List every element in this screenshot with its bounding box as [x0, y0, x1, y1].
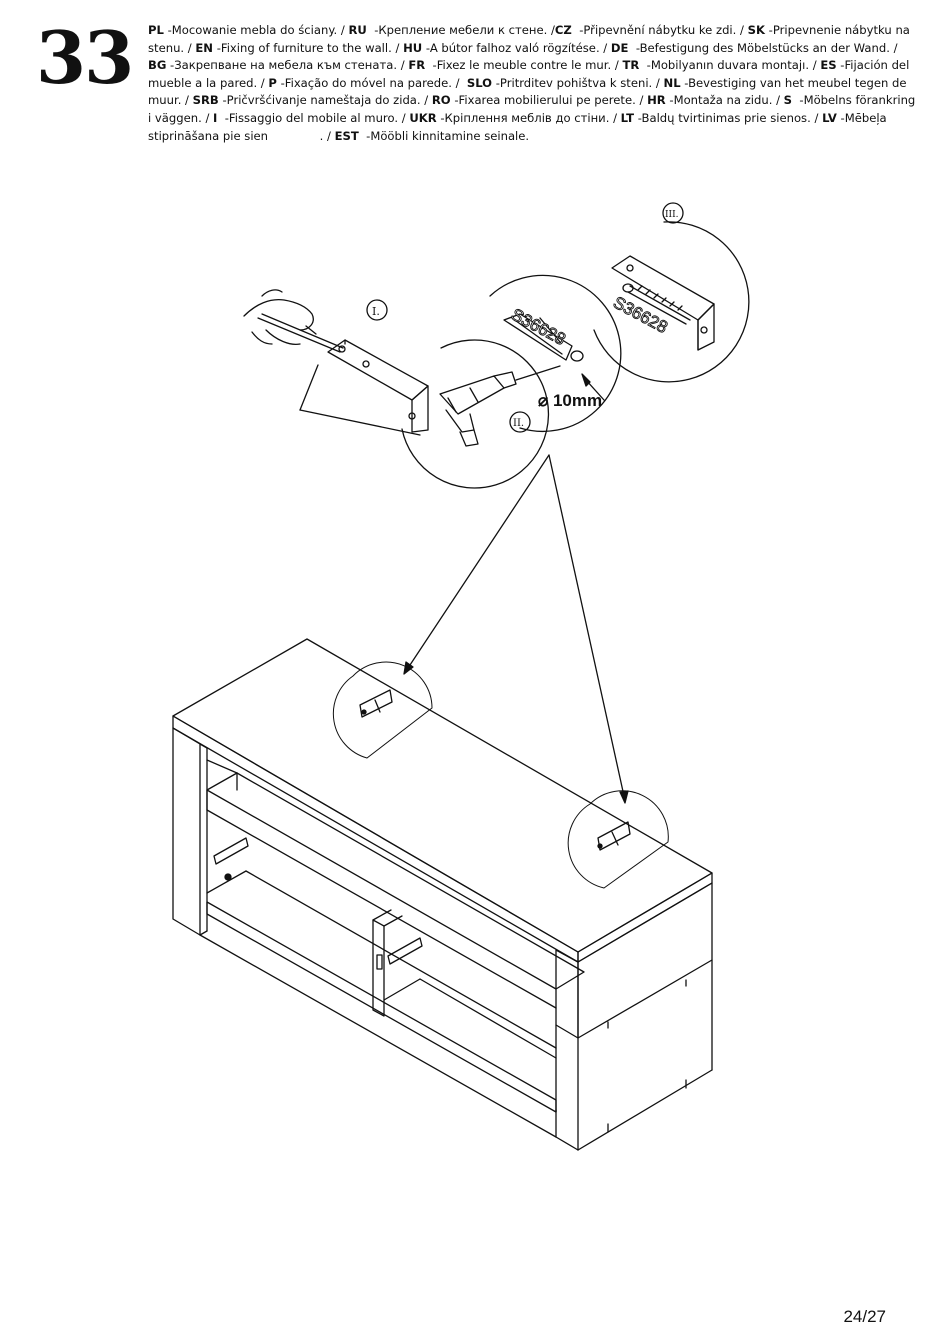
instruction-phrase: -Mēbeļa stiprināšana pie sien . / [148, 110, 891, 143]
language-code: BG [148, 58, 167, 73]
drill-diameter-label: ⌀ 10mm [538, 391, 602, 410]
language-code: RO [431, 93, 451, 108]
instruction-phrase: -Fixez le meuble contre le mur. / [425, 58, 623, 73]
language-code: I [213, 110, 218, 125]
instruction-phrase: -Fijación del mueble a la pared. / [148, 58, 913, 90]
instruction-text: PL -Mocowanie mebla do ściany. / RU -Кре… [148, 22, 918, 145]
language-code: P [268, 75, 277, 90]
bracket-position-left [332, 661, 433, 759]
language-code: EST [334, 128, 359, 143]
detail-label-2: II. [513, 418, 524, 429]
wall-plug-dowel [503, 313, 584, 362]
language-code: ES [820, 58, 837, 73]
pointer-arrows [403, 454, 629, 804]
instruction-phrase: -Připevnění nábytku ke zdi. / [571, 23, 748, 37]
detail-circle-3 [593, 221, 750, 383]
wall-bracket-screwed [611, 255, 715, 351]
language-code: SK [747, 23, 765, 37]
instruction-phrase: -A bútor falhoz való rögzítése. / [422, 40, 611, 55]
language-code: NL [663, 75, 681, 90]
instruction-phrase: -Möbelns förankring i väggen. / [148, 93, 919, 125]
language-code: SRB [192, 93, 219, 108]
detail-label-1: I. [372, 305, 380, 318]
detail-badge-1 [366, 299, 388, 321]
language-code: DE [610, 40, 629, 55]
detail-badge-2 [509, 411, 531, 433]
language-code: S [783, 93, 793, 108]
language-code: PL [148, 23, 164, 37]
instruction-phrase: -Закрепване на мебела към стената. / [166, 58, 409, 73]
tv-cabinet [172, 638, 713, 1151]
detail-badge-3 [662, 202, 684, 224]
instruction-phrase: -Кріплення меблів до стіни. / [436, 110, 621, 125]
instruction-phrase: -Pritrditev pohištva k steni. / [492, 75, 664, 90]
language-code: CZ [554, 23, 572, 37]
instruction-phrase: -Pričvršćivanje nameštaja do zida. / [218, 93, 432, 108]
detail-circle-2 [489, 274, 622, 433]
instruction-phrase: -Mocowanie mebla do ściany. / [163, 23, 349, 37]
drill-icon [439, 365, 561, 447]
language-code: TR [622, 58, 640, 73]
instruction-phrase: -Befestigung des Möbelstücks an der Wand… [628, 40, 902, 55]
detail-circle-1 [299, 339, 550, 489]
screw [622, 283, 691, 325]
page-number: 24/27 [843, 1307, 886, 1326]
language-code: RU [348, 23, 367, 37]
instruction-phrase: -Bevestiging van het meubel tegen de muu… [148, 75, 911, 108]
instruction-phrase: -Baldų tvirtinimas prie sienos. / [634, 110, 823, 125]
detail-label-3: III. [665, 210, 679, 220]
language-code: LT [620, 110, 635, 125]
instruction-phrase: -Mööbli kinnitamine seinale. [358, 128, 530, 143]
instruction-phrase: -Крепление мебели к стене. / [366, 23, 555, 37]
instruction-phrase: -Fixarea mobilierului pe perete. / [450, 93, 648, 108]
instruction-phrase: -Fixação do móvel na parede. / [276, 75, 467, 90]
language-code: FR [408, 58, 426, 73]
instruction-phrase: -Pripevnenie nábytku na stenu. / [148, 23, 914, 55]
language-code: LV [822, 110, 837, 125]
instruction-phrase: -Fixing of furniture to the wall. / [213, 40, 404, 55]
wall-bracket-marking [327, 339, 429, 433]
instruction-phrase: -Fissaggio del mobile al muro. / [217, 110, 410, 125]
bracket-position-right [567, 790, 669, 889]
language-code: HR [647, 93, 666, 108]
drill-hole-arrow [581, 373, 605, 401]
instruction-phrase: -Mobilyanın duvara montajı. / [639, 58, 821, 73]
language-code: UKR [409, 110, 437, 125]
language-code: EN [195, 40, 214, 55]
hand-with-pencil [243, 289, 344, 353]
instruction-phrase: -Montaža na zidu. / [665, 93, 784, 108]
step-number: 33 [36, 15, 134, 100]
language-code: HU [403, 40, 423, 55]
language-code: SLO [466, 75, 493, 90]
